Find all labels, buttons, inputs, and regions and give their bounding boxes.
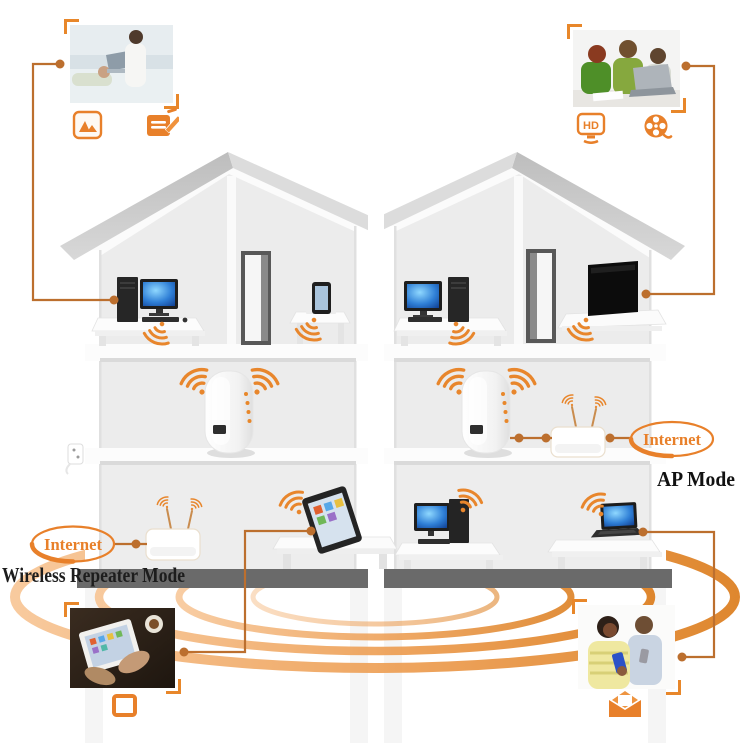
tv-right	[588, 261, 638, 316]
image-icon	[72, 110, 103, 140]
hd-label: HD	[583, 120, 599, 132]
document-edit-icon	[145, 106, 179, 142]
door-right-house	[526, 249, 556, 343]
link-laptop-to-photo4	[643, 530, 716, 659]
internet-badge-left: Internet	[29, 525, 116, 564]
tablet-hands-photo	[64, 602, 181, 694]
wifi-repeater-right	[461, 370, 512, 458]
laptop-desk-right	[547, 539, 662, 569]
photo-corner-bracket	[166, 679, 181, 694]
internet-label-left: Internet	[44, 535, 103, 554]
photo-corner-bracket	[64, 19, 79, 34]
ap-mode-label: AP Mode	[657, 467, 735, 491]
photo-corner-bracket	[666, 680, 681, 695]
roof-left-house	[60, 152, 372, 260]
wireless-repeater-mode-label: Wireless Repeater Mode	[2, 563, 185, 587]
router-right	[550, 406, 606, 458]
women-phones-photo	[572, 599, 681, 695]
tablet-left	[302, 486, 362, 554]
family-room-photo	[64, 19, 179, 109]
wifi-repeater-left	[204, 370, 255, 458]
photo-corner-bracket	[64, 602, 79, 617]
floor-band-right	[380, 569, 672, 588]
router-left	[145, 508, 201, 561]
house-divider-stripe	[368, 146, 384, 590]
door-left-house	[241, 251, 271, 345]
desktop-computer-right-top	[404, 277, 469, 322]
roof-right-house	[378, 152, 685, 260]
link-photo2-to-tv	[646, 64, 716, 296]
connector-lines	[31, 62, 716, 659]
link-tablet-to-photo3	[184, 529, 311, 654]
internet-label-right: Internet	[643, 430, 702, 449]
film-reel-icon	[641, 112, 673, 144]
internet-badge-right: Internet	[628, 420, 715, 459]
link-photo1-to-pc	[31, 62, 114, 302]
square-frame-icon	[111, 693, 139, 719]
floor-band-left	[77, 569, 372, 588]
photo-corner-bracket	[164, 94, 179, 109]
laptop-right	[590, 502, 644, 538]
photo-corner-bracket	[572, 599, 587, 614]
smartphone-left	[306, 282, 336, 314]
power-outlet	[65, 443, 84, 475]
video-watching-photo	[567, 24, 686, 113]
desktop-computer-left-top	[117, 277, 188, 323]
mail-icon	[606, 689, 644, 721]
hd-screen-icon: HD	[576, 112, 606, 144]
photo-corner-bracket	[671, 98, 686, 113]
connector-dots	[55, 59, 691, 662]
photo-corner-bracket	[567, 24, 582, 39]
